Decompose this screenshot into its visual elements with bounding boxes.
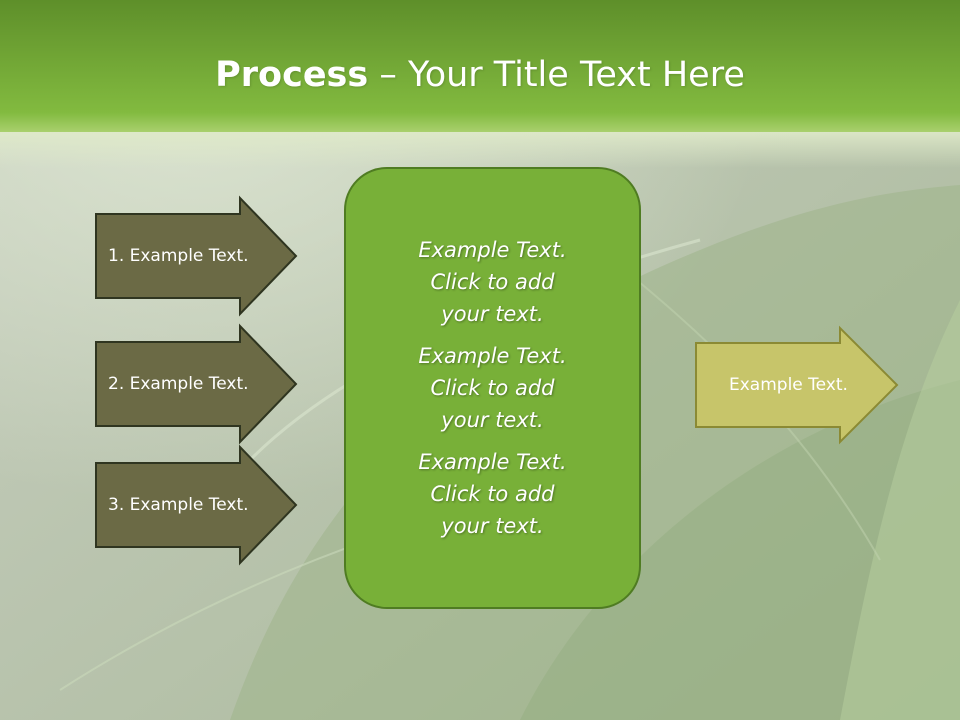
center-paragraph-2-line-3: your text.	[441, 408, 544, 432]
center-paragraph-2-line-1: Example Text.	[418, 344, 567, 368]
left-arrow-2	[95, 323, 298, 445]
right-arrow	[695, 325, 899, 445]
center-paragraph-2-line-2: Click to add	[430, 376, 555, 400]
slide-title: Process – Your Title Text Here	[0, 0, 960, 150]
title-rest-part: – Your Title Text Here	[368, 55, 745, 95]
center-paragraph-3-line-3: your text.	[441, 514, 544, 538]
right-arrow-label: Example Text.	[729, 375, 848, 395]
center-paragraph-1-line-1: Example Text.	[418, 238, 567, 262]
center-paragraph-1-line-3: your text.	[441, 302, 544, 326]
center-paragraph-3-line-2: Click to add	[430, 482, 555, 506]
center-box	[344, 167, 641, 609]
center-paragraph-3-line-1: Example Text.	[418, 450, 567, 474]
left-arrow-2-label: 2. Example Text.	[108, 374, 249, 394]
center-paragraph-2: Example Text. Click to add your text.	[345, 340, 640, 436]
center-paragraph-3: Example Text. Click to add your text.	[345, 446, 640, 542]
left-arrow-3	[95, 444, 298, 566]
title-bold-part: Process	[215, 55, 369, 95]
left-arrow-1-label: 1. Example Text.	[108, 246, 249, 266]
left-arrow-1	[95, 195, 298, 317]
center-paragraph-1-line-2: Click to add	[430, 270, 555, 294]
center-paragraph-1: Example Text. Click to add your text.	[345, 234, 640, 330]
center-box-text: Example Text. Click to add your text. Ex…	[345, 168, 640, 608]
left-arrow-3-label: 3. Example Text.	[108, 495, 249, 515]
